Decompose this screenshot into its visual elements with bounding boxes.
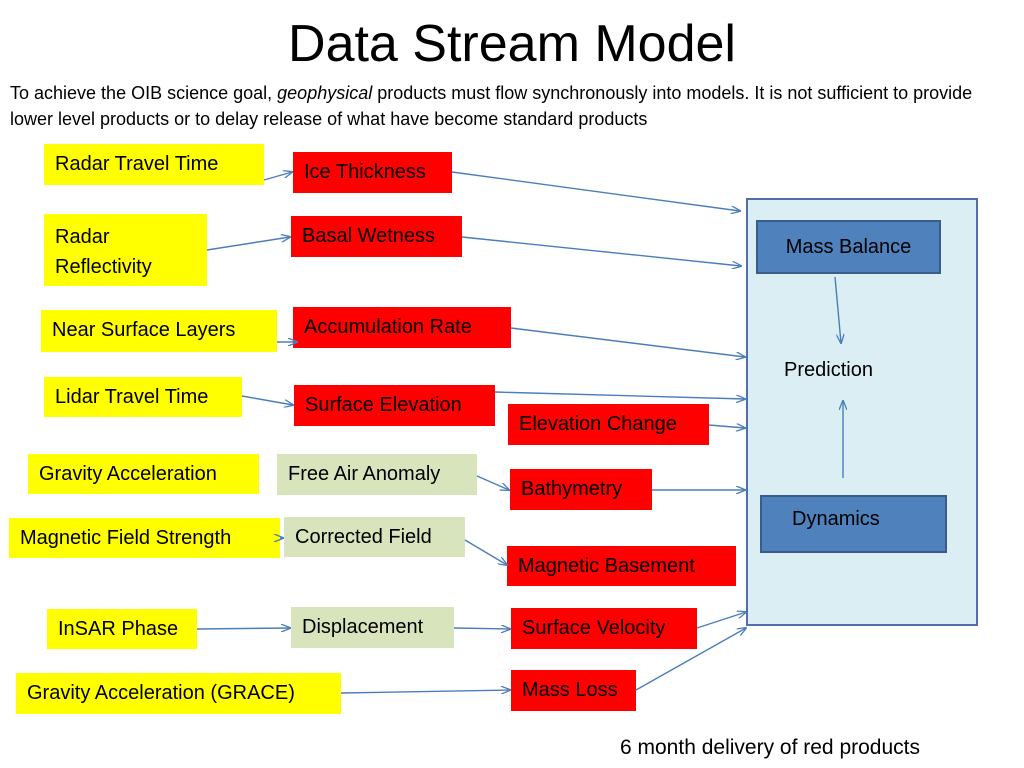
arrow-basal-wetness-to-model (461, 236, 741, 266)
intro-text: To achieve the OIB science goal, geophys… (10, 80, 1010, 132)
arrow-accumulation-to-model (510, 327, 745, 357)
arrow-insar-to-displacement (196, 628, 290, 629)
product-surface-elevation: Surface Elevation (294, 385, 495, 426)
product-elevation-change: Elevation Change (508, 404, 709, 445)
intermediate-corrected-field: Corrected Field (284, 517, 465, 557)
arrow-elevation-change-to-model (708, 425, 745, 428)
arrow-displacement-to-surface-velocity (453, 628, 510, 629)
prediction-label: Prediction (784, 359, 873, 381)
arrow-surface-elevation-to-model (494, 391, 745, 399)
input-magnetic-field-strength: Magnetic Field Strength (9, 518, 280, 558)
intro-part1: To achieve the OIB science goal, (10, 83, 278, 103)
input-radar-reflectivity: Radar Reflectivity (44, 214, 207, 286)
arrow-lidar-to-surface-elevation (241, 395, 293, 405)
arrow-radar-reflectivity-to-basal-wetness (206, 237, 290, 251)
product-bathymetry: Bathymetry (510, 469, 652, 510)
intro-emphasis: geophysical (277, 83, 373, 103)
arrow-grace-to-mass-loss (340, 690, 510, 693)
product-mass-loss: Mass Loss (511, 670, 636, 711)
dynamics-box: Dynamics (760, 495, 947, 553)
product-basal-wetness: Basal Wetness (291, 216, 462, 257)
mass-balance-box: Mass Balance (756, 220, 941, 274)
input-lidar-travel-time: Lidar Travel Time (44, 377, 242, 417)
arrow-radar-travel-to-ice-thickness (263, 172, 292, 181)
input-near-surface-layers: Near Surface Layers (41, 310, 277, 352)
intermediate-free-air-anomaly: Free Air Anomaly (277, 454, 477, 495)
page-title: Data Stream Model (288, 15, 736, 73)
arrow-surface-velocity-to-model (696, 612, 746, 629)
input-radar-travel-time: Radar Travel Time (44, 144, 264, 185)
product-surface-velocity: Surface Velocity (511, 608, 697, 649)
product-accumulation-rate: Accumulation Rate (293, 307, 511, 348)
intro-part2: products must flow synchronously into mo… (10, 83, 973, 129)
input-insar-phase: InSAR Phase (47, 609, 197, 649)
product-ice-thickness: Ice Thickness (293, 152, 452, 193)
intermediate-displacement: Displacement (291, 607, 454, 648)
arrow-free-air-to-bathymetry (476, 475, 509, 490)
arrow-ice-thickness-to-model (451, 171, 740, 211)
product-magnetic-basement: Magnetic Basement (507, 546, 736, 586)
input-gravity-acceleration-grace: Gravity Acceleration (GRACE) (16, 673, 341, 714)
input-gravity-acceleration: Gravity Acceleration (28, 454, 259, 494)
arrow-corrected-to-magnetic-basement (464, 539, 507, 565)
footer-note: 6 month delivery of red products (620, 736, 920, 759)
